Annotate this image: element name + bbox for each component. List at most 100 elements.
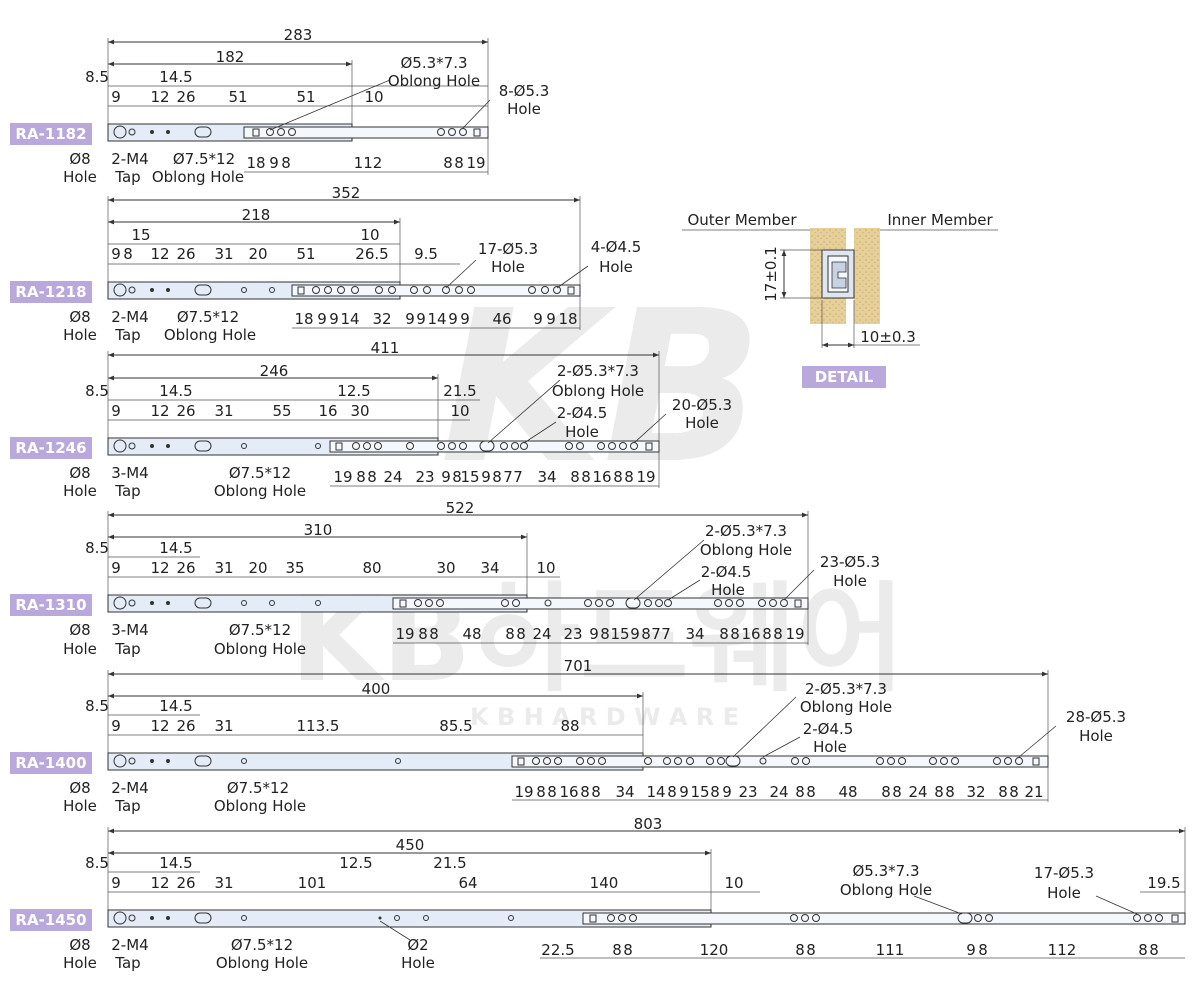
callout: 2-Ø4.5 (557, 404, 608, 422)
model-code: RA-1310 (15, 596, 86, 614)
left-label: 2-M4 (111, 936, 148, 954)
callout: Ø5.3*7.3 (852, 862, 919, 880)
left-label: Hole (63, 797, 97, 815)
dim-top: 14.5 (159, 68, 192, 86)
dim-top: 101 (298, 874, 327, 892)
dim-bottom: 19 (395, 625, 414, 643)
dim-top: 85.5 (439, 717, 472, 735)
dim-bottom: 8 (443, 154, 453, 172)
dim-bottom: 7 (513, 468, 523, 486)
dim-top: 8.5 (85, 539, 109, 557)
dim-top: 12.5 (339, 854, 372, 872)
dim-top: 14.5 (159, 697, 192, 715)
dim-bottom: 16 (592, 468, 611, 486)
outer-member-label: Outer Member (687, 211, 797, 229)
dim-top: 12 (150, 88, 169, 106)
dim-bottom: 8 (978, 941, 988, 959)
dim-bottom: 23 (415, 468, 434, 486)
dim-bottom: 8 (762, 625, 772, 643)
dim-top: 9 (111, 88, 121, 106)
dim-bottom: 46 (492, 310, 511, 328)
dim-bottom: 8 (667, 783, 677, 801)
left-label: Oblong Hole (214, 640, 306, 658)
dim-top: 26 (176, 245, 195, 263)
dim-top: 12.5 (337, 382, 370, 400)
dim-top: 8.5 (85, 697, 109, 715)
dim-top: 51 (228, 88, 247, 106)
dim-top: 31 (214, 559, 233, 577)
dim-bottom: 8 (454, 154, 464, 172)
dim-bottom: 7 (503, 468, 513, 486)
dim-bottom: 24 (532, 625, 551, 643)
dim-bottom: 24 (908, 783, 927, 801)
dim-bottom: 8 (1009, 783, 1019, 801)
dim-bottom: 14 (427, 310, 446, 328)
closed-length: 182 (216, 48, 245, 66)
dim-bottom: 7 (661, 625, 671, 643)
watermark-korean: KB하드웨어 (290, 570, 906, 708)
dim-bottom: 23 (563, 625, 582, 643)
dim-top: 9.5 (414, 245, 438, 263)
overall-length: 352 (332, 184, 361, 202)
dim-bottom: 32 (966, 783, 985, 801)
dim-top: 10 (360, 226, 379, 244)
left-label: Tap (114, 954, 140, 972)
left-label: Tap (114, 482, 140, 500)
dim-bottom: 8 (580, 783, 590, 801)
overall-length: 522 (446, 499, 475, 517)
left-label: Hole (401, 954, 435, 972)
dim-top: 8.5 (85, 854, 109, 872)
left-label: Ø2 (407, 936, 428, 954)
dim-top: 30 (436, 559, 455, 577)
dim-top: 10 (724, 874, 743, 892)
callout: Hole (565, 423, 599, 441)
left-label: Tap (114, 168, 140, 186)
dim-bottom: 16 (559, 783, 578, 801)
watermark: KB KB하드웨어 K B H A R D W A R E (290, 265, 906, 731)
dim-bottom: 24 (769, 783, 788, 801)
callout: Oblong Hole (552, 382, 644, 400)
dim-bottom: 8 (730, 625, 740, 643)
left-label: 2-M4 (111, 150, 148, 168)
dim-bottom: 8 (591, 783, 601, 801)
dim-top: 14.5 (159, 854, 192, 872)
dim-top: 31 (214, 245, 233, 263)
dim-bottom: 8 (600, 625, 610, 643)
dim-top: 10 (450, 402, 469, 420)
dim-bottom: 22.5 (541, 941, 574, 959)
dim-bottom: 8 (367, 468, 377, 486)
model-tag: RA-1218 (10, 281, 92, 303)
dim-bottom: 8 (418, 625, 428, 643)
callout: 2-Ø4.5 (803, 720, 854, 738)
callout: Hole (599, 258, 633, 276)
dim-bottom: 9 (679, 783, 689, 801)
model-code: RA-1182 (15, 125, 86, 143)
callout: Hole (813, 738, 847, 756)
dim-top: 12 (150, 874, 169, 892)
dim-bottom: 48 (838, 783, 857, 801)
detail-view: Outer Member Inner Member 17±0.1 10±0.3 … (682, 211, 998, 388)
dim-bottom: 8 (806, 783, 816, 801)
dim-bottom: 8 (452, 468, 462, 486)
dim-bottom: 8 (892, 783, 902, 801)
model-tag: RA-1310 (10, 594, 92, 616)
callout: 8-Ø5.3 (499, 82, 550, 100)
callout: Ø5.3*7.3 (400, 54, 467, 72)
dim-bottom: 34 (615, 783, 634, 801)
callout: Oblong Hole (388, 72, 480, 90)
model-ra-1400: RA-1400 701 400 8.5 14.5 9 12 26 31 113.… (10, 657, 1126, 815)
dim-bottom: 8 (536, 783, 546, 801)
dim-top: 51 (296, 245, 315, 263)
left-label: Tap (114, 797, 140, 815)
left-label: Ø8 (69, 621, 90, 639)
dim-top: 8.5 (85, 382, 109, 400)
detail-label: DETAIL (815, 368, 874, 386)
closed-length: 218 (242, 206, 271, 224)
dim-bottom: 112 (1048, 941, 1077, 959)
callout: Hole (491, 258, 525, 276)
model-ra-1246: RA-1246 411 246 8.5 14.5 9 12 26 31 55 1… (10, 339, 732, 500)
inner-member-label: Inner Member (887, 211, 993, 229)
dim-top: 12 (150, 559, 169, 577)
left-label: Hole (63, 482, 97, 500)
dim-bottom: 14 (340, 310, 359, 328)
